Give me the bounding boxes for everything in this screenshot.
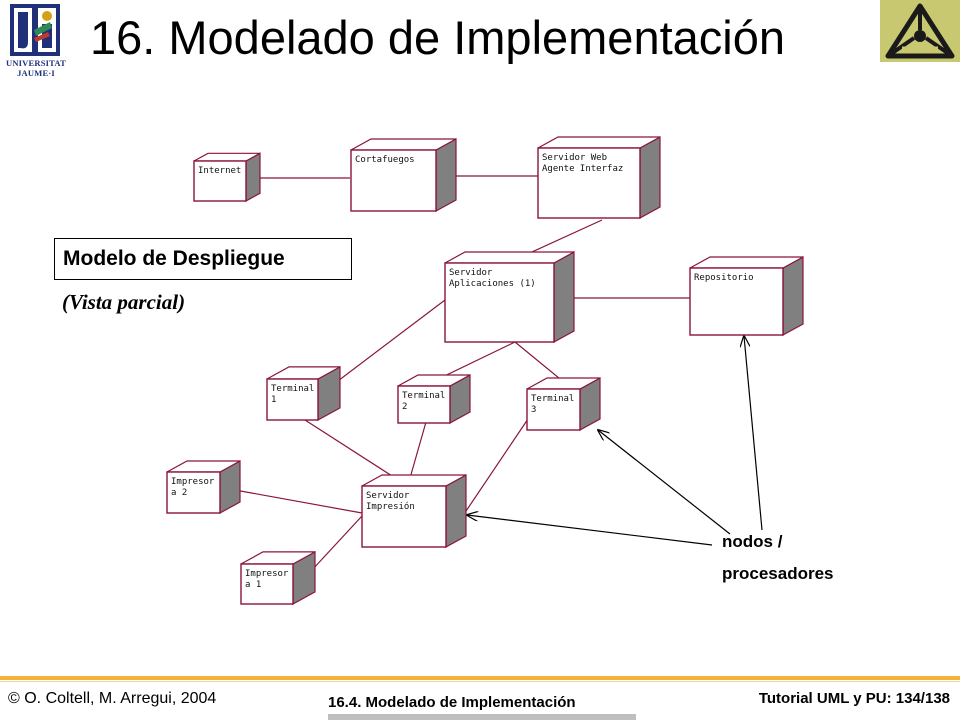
node-internet: Internet bbox=[193, 152, 261, 203]
node-label: Cortafuegos bbox=[355, 155, 415, 165]
node-label: Servidor bbox=[366, 491, 410, 501]
node-front-face bbox=[166, 471, 221, 514]
node-front-face bbox=[444, 262, 555, 343]
university-logo-mark bbox=[10, 4, 60, 56]
node-side-face bbox=[435, 137, 457, 213]
slide-title: 16. Modelado de Implementación bbox=[90, 11, 785, 64]
connectors bbox=[234, 175, 690, 571]
node-side-face bbox=[553, 250, 575, 344]
link-terminal-1-impresion bbox=[304, 419, 404, 484]
node-front-face bbox=[361, 485, 447, 548]
node-label: a 1 bbox=[245, 580, 261, 590]
node-label: Impresión bbox=[366, 501, 415, 512]
node-front-face bbox=[689, 267, 784, 336]
node-label: 3 bbox=[531, 405, 536, 415]
diagram-legend-subtitle: (Vista parcial) bbox=[62, 290, 186, 314]
node-label: Terminal bbox=[271, 384, 314, 394]
node-side-face bbox=[445, 473, 467, 549]
node-label: Servidor bbox=[449, 268, 493, 278]
node-front-face bbox=[350, 149, 437, 212]
footer-section-shadow bbox=[328, 714, 636, 720]
node-front-face bbox=[537, 147, 641, 219]
node-label: Servidor Web bbox=[542, 153, 607, 163]
node-repositorio: Repositorio bbox=[689, 255, 804, 337]
footer-rule-secondary bbox=[0, 681, 960, 682]
link-impresora-1-impresion bbox=[311, 515, 363, 571]
university-logo-icon: UNIVERSITAT JAUME·I bbox=[4, 2, 68, 84]
node-label: Impresor bbox=[245, 569, 289, 579]
uml-triangle-logo-icon bbox=[880, 0, 960, 62]
footer-section: 16.4. Modelado de Implementación bbox=[328, 694, 576, 711]
node-label: Terminal bbox=[402, 391, 445, 401]
node-label: Repositorio bbox=[694, 273, 754, 283]
node-front-face bbox=[266, 378, 319, 421]
node-label: Impresor bbox=[171, 477, 215, 487]
node-cortafuegos: Cortafuegos bbox=[350, 137, 457, 213]
node-top-face bbox=[444, 251, 575, 264]
annotation-line-1: nodos / bbox=[722, 532, 783, 551]
node-label: 2 bbox=[402, 402, 407, 412]
node-front-face bbox=[240, 563, 294, 605]
link-terminal-2-impresion bbox=[409, 421, 427, 479]
footer-copyright: © O. Coltell, M. Arregui, 2004 bbox=[8, 690, 217, 707]
university-logo-caption-1: UNIVERSITAT bbox=[6, 58, 66, 68]
node-label: Aplicaciones (1) bbox=[449, 279, 536, 289]
diagram-legend-title: Modelo de Despliegue bbox=[54, 238, 352, 280]
arrow-to-terminal-3 bbox=[598, 430, 731, 535]
node-label: Internet bbox=[198, 166, 241, 176]
node-top-face bbox=[689, 256, 804, 269]
node-side-face bbox=[782, 255, 804, 337]
footer-page-info: Tutorial UML y PU: 134/138 bbox=[758, 690, 950, 707]
link-terminal-3-impresion bbox=[459, 415, 531, 521]
node-label: Agente Interfaz bbox=[542, 164, 623, 174]
node-label: 1 bbox=[271, 395, 276, 405]
link-aplicaciones-terminal-3 bbox=[514, 341, 566, 384]
arrow-to-repositorio bbox=[744, 336, 763, 531]
node-front-face bbox=[193, 160, 247, 202]
link-aplicaciones-terminal-1 bbox=[325, 299, 446, 391]
node-top-face bbox=[537, 136, 661, 149]
link-impresora-2-impresion bbox=[234, 489, 363, 514]
node-label: Terminal bbox=[531, 394, 574, 404]
node-front-face bbox=[397, 385, 451, 424]
annotation-arrows bbox=[467, 336, 763, 546]
footer-rule bbox=[0, 676, 960, 680]
university-logo-caption-2: JAUME·I bbox=[17, 68, 55, 78]
node-side-face bbox=[639, 135, 661, 220]
annotation-line-2: procesadores bbox=[722, 564, 834, 583]
node-label: a 2 bbox=[171, 488, 187, 498]
node-front-face bbox=[526, 388, 581, 431]
arrow-to-servidor-impresion bbox=[467, 515, 713, 546]
